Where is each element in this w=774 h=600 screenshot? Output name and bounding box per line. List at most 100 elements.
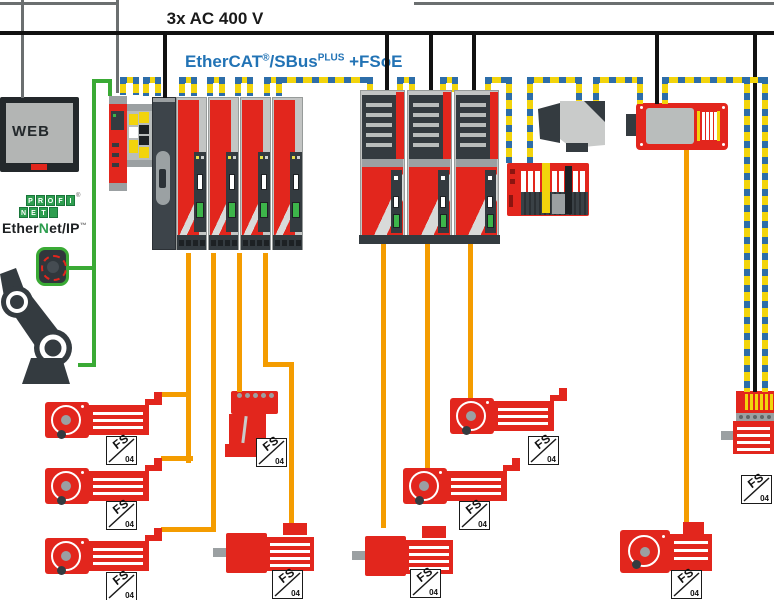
ethercat-sbus-cable [637,77,643,104]
compact-geared-motor [721,391,774,455]
screw-icon [722,143,725,146]
gland-icon [253,393,258,398]
heatsink-fin [366,123,392,127]
fs-number: 04 [690,589,699,598]
ethercat-sbus-cable [409,77,415,92]
motor-fin [498,408,548,411]
fs-diagonal [108,438,135,463]
fs-number: 04 [291,589,300,598]
fieldbus-label-sbus: /SBus [269,52,318,71]
ethercat-sbus-cable [235,77,253,83]
ethercat-sbus-cable [219,77,225,96]
heatsink-fin [460,133,486,137]
ethernet-ip-cable [67,266,94,270]
ethercat-sbus-cable [485,77,512,83]
inverter-base [453,235,500,244]
registered-mark: ® [262,52,270,64]
ethercat-sbus-cable [744,77,750,392]
profinet-empty-tile [49,207,58,218]
screw-icon [640,106,643,109]
heatsink-fin [413,113,439,117]
heatsink-fin [413,143,439,147]
gearbox-plug [57,566,66,575]
ethernetip-n: N [38,220,50,236]
ac-power-line [753,33,757,392]
axis-module-base [177,235,206,250]
io-station [507,163,589,216]
gateway-top-cap [109,96,127,104]
ac-power-line [385,33,389,91]
axis-module-lower [210,187,231,235]
fieldbus-label-ethercat: EtherCAT [185,52,263,71]
fs-number: 04 [478,520,487,529]
compact-fin [765,394,768,410]
inverter-side [490,92,498,159]
geared-motor-terminal-notch [145,458,154,465]
motor-fin [93,562,143,565]
status-led [292,202,300,218]
inverter-flange [225,444,258,457]
motor-power-cable [186,253,191,463]
inverter-base [359,235,406,244]
fs-diagonal [108,503,135,528]
axis-module-terminal [200,240,205,246]
gearbox-plug [462,426,471,435]
heatsink-fin [366,113,392,117]
ethernet-ip-logo: EtherNet/IP™ [2,220,87,236]
gateway-port [112,143,119,147]
decentral-fin [697,111,700,141]
plant-network-line [21,0,24,98]
connector-dot-icon [753,415,757,419]
coupler-connector [129,140,138,153]
axis-module-terminal [289,240,294,246]
gearbox-ring-icon [51,405,81,435]
gateway-bottom-cap [109,183,127,191]
connector-dot-icon [746,415,750,419]
axis-module-display [226,152,238,232]
gearbox-plug [57,496,66,505]
fs-diagonal [743,477,770,502]
ac-motor-terminal-box [283,523,307,535]
screw-icon [662,535,665,538]
fs-number: 04 [125,520,134,529]
axis-module-slot [293,174,299,190]
ethernet-ip-cable [78,363,94,367]
gearbox-plug [415,496,424,505]
decentral-panel [646,108,694,144]
profinet-letter-tile: R [36,195,45,206]
ethercat-sbus-cable [397,77,403,92]
axis-module-led [297,156,300,159]
heatsink-fin [413,103,439,107]
motor-fin [674,549,708,552]
axis-module-terminal [250,240,255,246]
gearbox-ring-icon [409,471,439,501]
motion-controller [152,97,176,250]
ethercat-sbus-cable [593,77,599,101]
gearbox-ring-icon [628,535,660,567]
heatsink-fin [460,103,486,107]
axis-module-lower [274,187,295,235]
motor-power-cable [161,456,193,461]
gearbox-ring-icon [51,471,81,501]
motor-fin [93,478,143,481]
geared-motor-terminal-notch [503,458,512,465]
gearbox-hub [61,481,71,491]
motor-power-cable [468,243,473,398]
status-led [228,202,236,218]
io-module [521,171,526,192]
gearbox-ring-icon [456,401,486,431]
axis-module-terminal [264,240,269,246]
axis-module-led [228,156,231,159]
ac-power-line [429,33,433,91]
fieldbus-gateway-module [109,96,127,191]
ac-motor-flange [365,536,406,576]
motor-fin [93,555,143,558]
screw-icon [640,143,643,146]
screw-icon [486,401,489,404]
gearbox-hub [61,551,71,561]
compact-fin [745,394,748,410]
inverter-side [396,92,404,159]
hmi-screen: WEB [6,103,73,163]
